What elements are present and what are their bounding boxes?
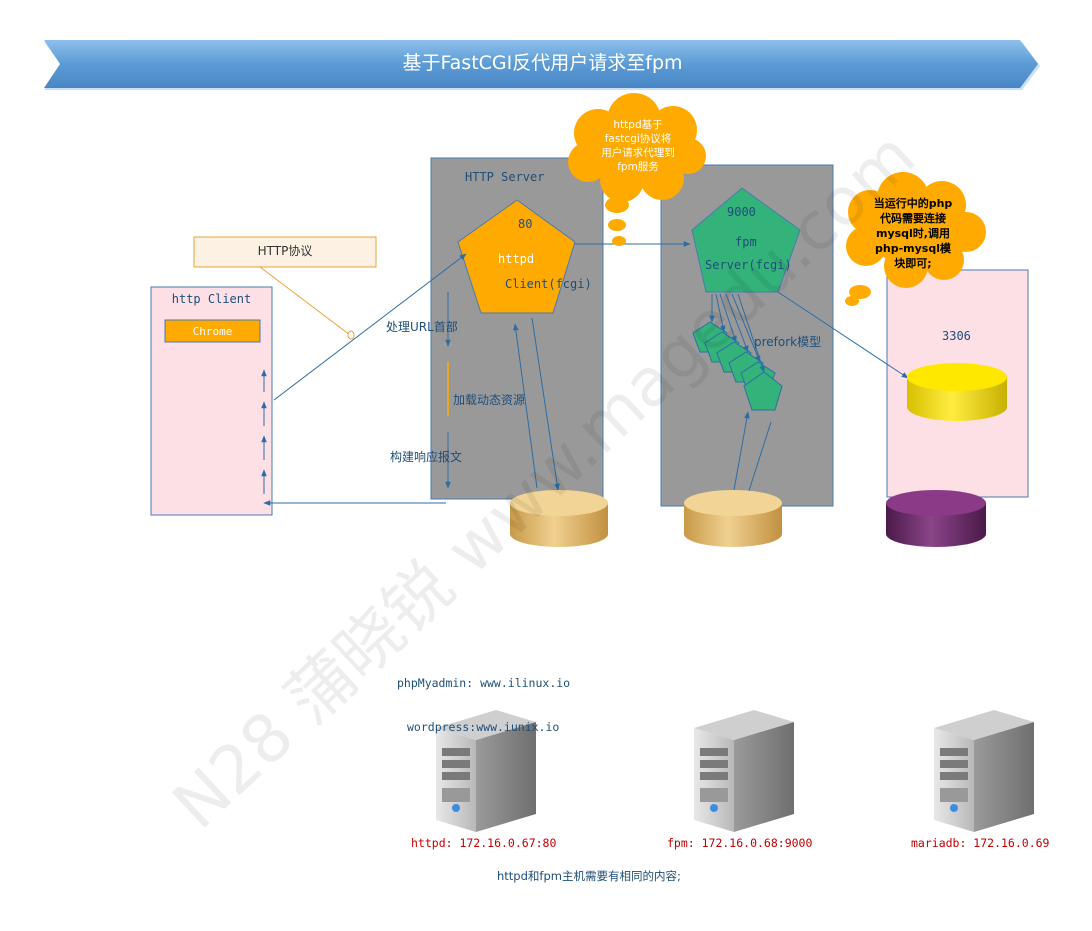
host-label-httpd: httpd: 172.16.0.67:80 — [411, 836, 557, 850]
cloud-httpd-text: httpd基于 fastcgi协议将 用户请求代理到 fpm服务 — [568, 118, 708, 174]
mariadb-storage-cylinder — [886, 490, 986, 547]
flow-arrows — [261, 241, 909, 506]
cloud-php-line-2: 代码需要连接 — [880, 212, 946, 225]
footer-note: httpd和fpm主机需要有相同的内容; — [497, 869, 681, 883]
http-server-title: HTTP Server — [465, 170, 545, 184]
fpm-port: 9000 — [727, 205, 756, 219]
step-load-resource: 加载动态资源 — [453, 393, 526, 407]
httpd-pentagon — [457, 199, 576, 314]
thought-cloud-php — [845, 172, 986, 306]
spawn-arrows — [709, 293, 765, 373]
prefork-model-label: prefork模型 — [754, 335, 822, 349]
cloud-httpd-line-3: 用户请求代理到 — [601, 147, 675, 159]
chrome-box — [164, 319, 261, 343]
httpd-client-fcgi: Client(fcgi) — [505, 277, 592, 291]
fpm-storage-cylinder — [684, 490, 782, 547]
http-protocol-box — [193, 236, 377, 268]
fpm-pentagon — [691, 187, 801, 293]
cloud-php-line-1: 当运行中的php — [873, 197, 953, 210]
step-build-response: 构建响应报文 — [390, 450, 463, 464]
banner-title: 基于FastCGI反代用户请求至fpm — [402, 52, 683, 74]
site-wordpress: wordpress:www.iunix.io — [407, 720, 560, 734]
httpd-host-server-icon — [436, 710, 536, 832]
httpd-name: httpd — [498, 252, 535, 266]
http-protocol-label: HTTP协议 — [257, 244, 313, 258]
httpd-port: 80 — [518, 217, 533, 231]
step-process-url: 处理URL首部 — [386, 320, 458, 334]
fpm-host-server-icon — [694, 710, 794, 832]
host-label-fpm: fpm: 172.16.0.68:9000 — [667, 836, 813, 850]
httpd-storage-cylinder — [510, 490, 608, 547]
chrome-label: Chrome — [192, 325, 233, 338]
cloud-php-text: 当运行中的php 代码需要连接 mysql时,调用 php-mysql模 块即可… — [848, 196, 978, 271]
fpm-name: fpm — [735, 235, 757, 249]
site-phpmyadmin: phpMyadmin: www.ilinux.io — [397, 676, 571, 690]
cloud-php-line-4: php-mysql模 — [875, 242, 951, 255]
cloud-php-line-5: 块即可; — [894, 257, 932, 270]
cloud-httpd-line-2: fastcgi协议将 — [604, 133, 672, 145]
cloud-httpd-line-4: fpm服务 — [617, 161, 659, 173]
http-client-title: http Client — [171, 292, 252, 306]
cloud-php-line-3: mysql时,调用 — [875, 227, 950, 240]
thought-cloud-httpd — [568, 93, 706, 246]
fpm-server-fcgi: Server(fcgi) — [705, 258, 792, 272]
mariadb-host-server-icon — [934, 710, 1034, 832]
title-banner — [44, 40, 1040, 90]
host-label-mariadb: mariadb: 172.16.0.69 — [911, 836, 1050, 850]
mysql-cylinder — [907, 363, 1007, 421]
http-protocol-pointer — [259, 266, 351, 336]
cloud-httpd-line-1: httpd基于 — [613, 119, 663, 131]
mysql-port: 3306 — [942, 329, 971, 343]
